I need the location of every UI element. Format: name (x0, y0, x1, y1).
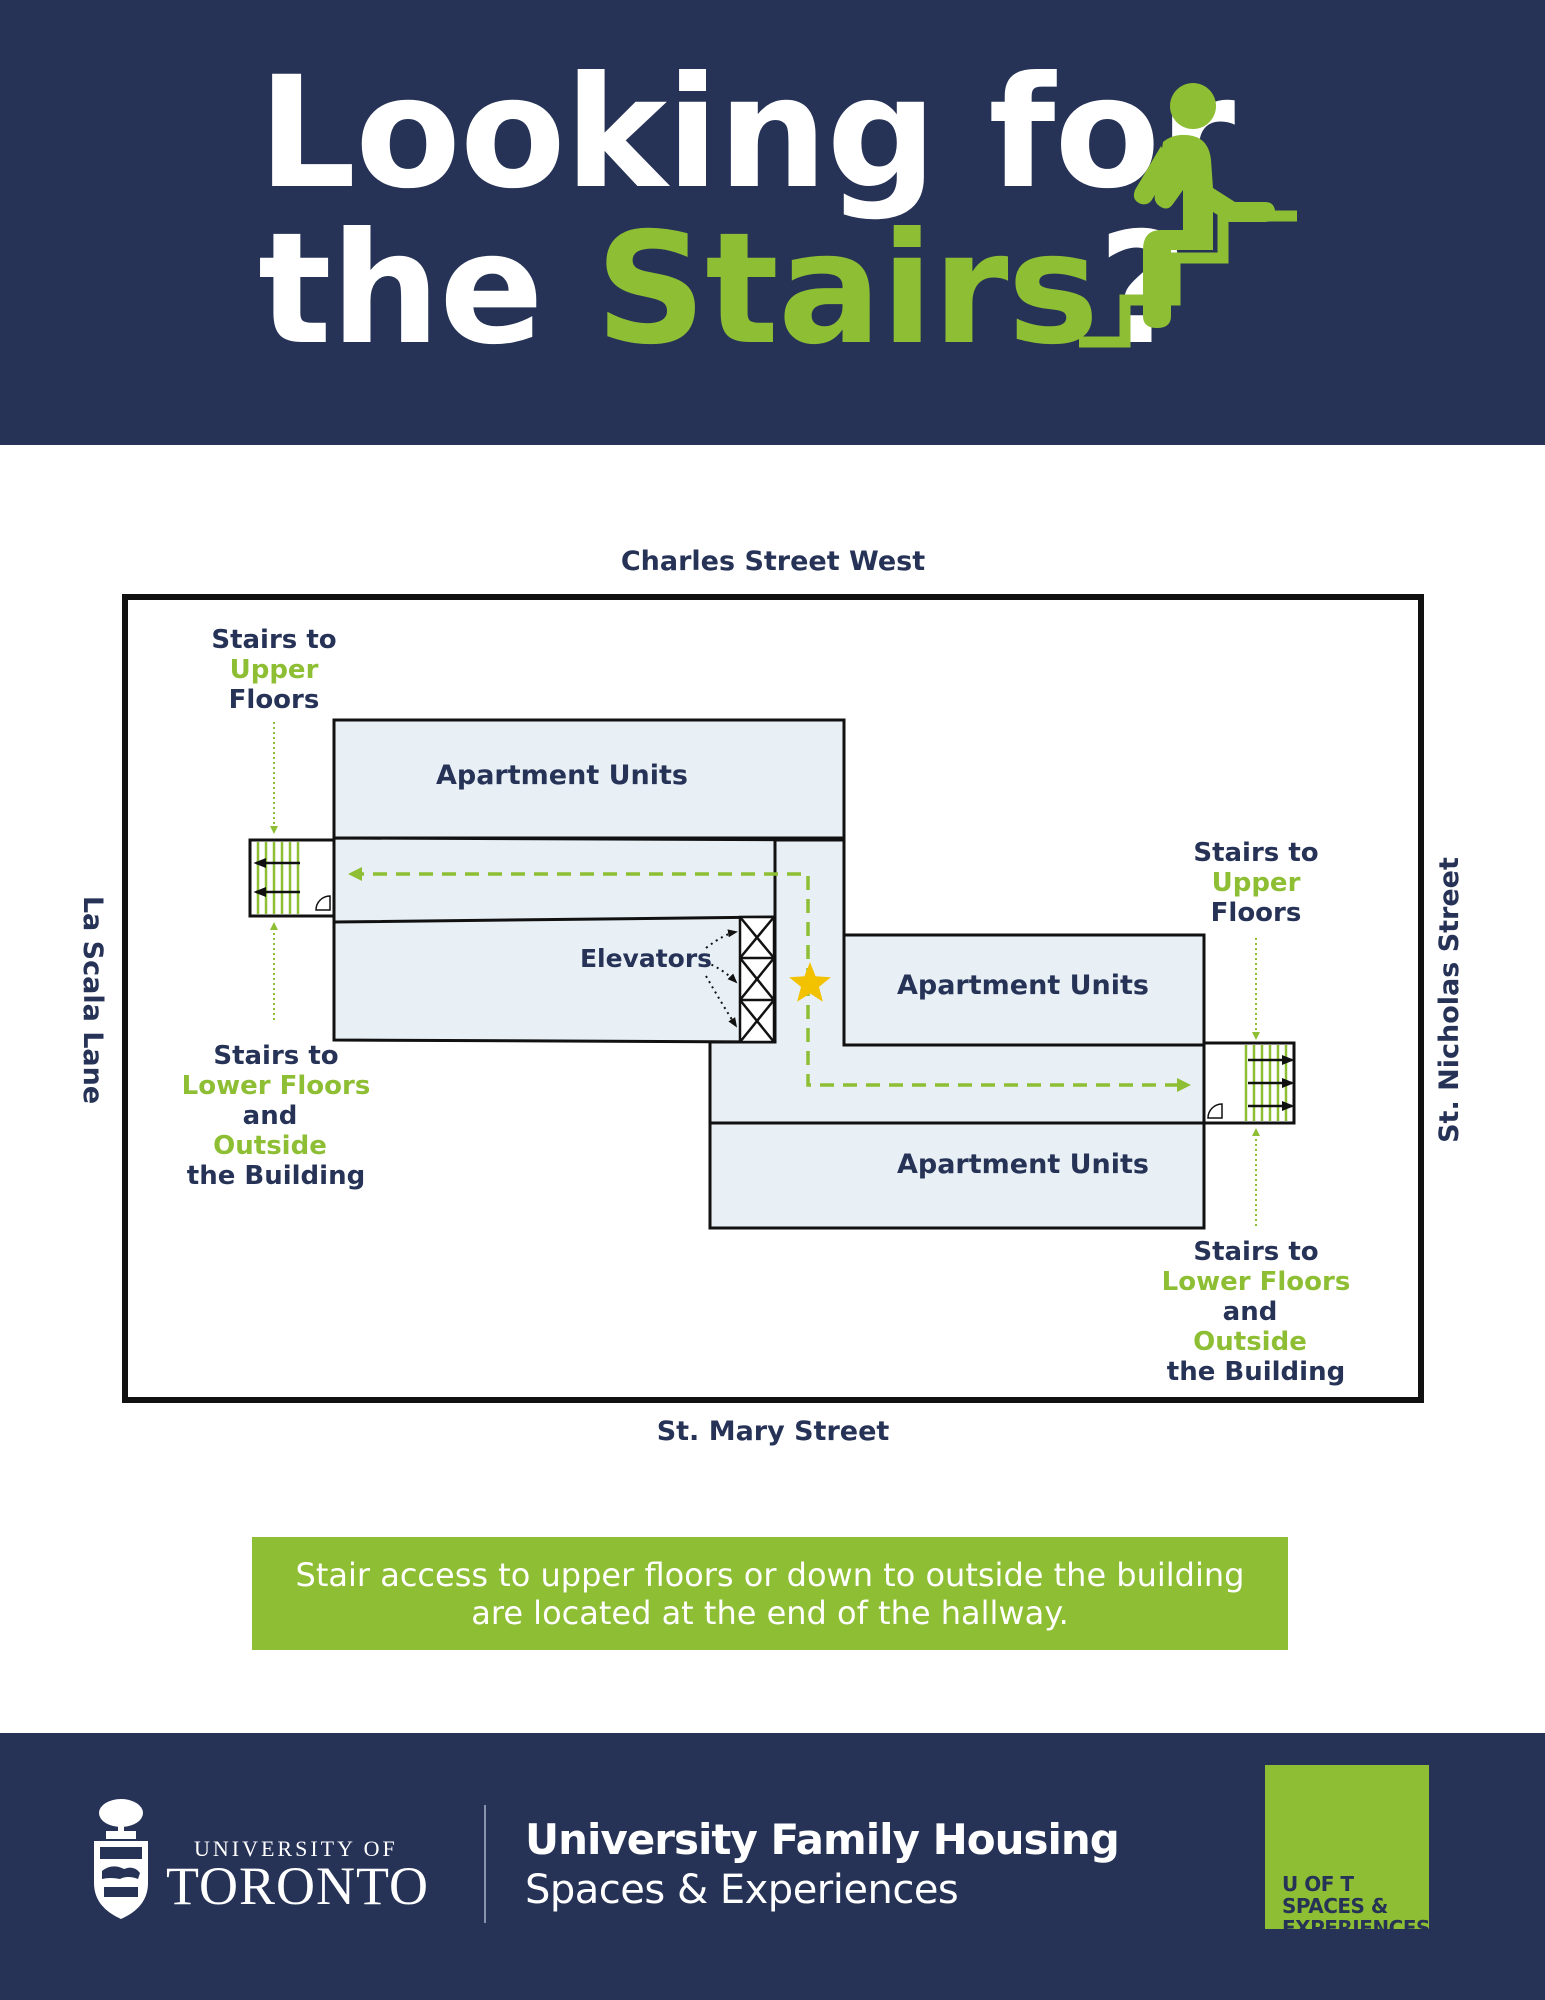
university-crest-icon (94, 1799, 148, 1919)
svg-text:Stairs to: Stairs to (1193, 838, 1318, 868)
elevator-pointers (705, 929, 738, 1028)
elevators-label: Elevators (580, 944, 712, 973)
unit-label-top-left: Apartment Units (436, 760, 688, 791)
badge-line-1: U OF T (1282, 1872, 1354, 1896)
right-lower-stairs-label: Stairs to Lower Floors and Outside the B… (1162, 1237, 1351, 1387)
svg-text:Stairs to: Stairs to (213, 1041, 338, 1071)
uoft-wordmark-small: UNIVERSITY OF (194, 1836, 398, 1861)
svg-text:the Building: the Building (1167, 1357, 1345, 1387)
unit-label-bottom-right: Apartment Units (897, 1149, 1149, 1180)
svg-text:Outside: Outside (213, 1131, 327, 1161)
header-banner: Looking for the Stairs? (0, 0, 1545, 445)
street-west-label: La Scala Lane (77, 896, 108, 1104)
footer-divider (484, 1805, 486, 1923)
housing-subtitle: Spaces & Experiences (525, 1867, 959, 1913)
footer-banner: UNIVERSITY OF TORONTO University Family … (0, 1733, 1545, 2000)
svg-text:and: and (1223, 1297, 1278, 1327)
stairs-climbing-person-icon (1079, 83, 1297, 348)
badge-line-3: EXPERIENCES (1282, 1916, 1430, 1940)
star-icon (789, 962, 831, 1002)
stair-access-note: Stair access to upper floors or down to … (252, 1537, 1288, 1650)
street-south-label: St. Mary Street (657, 1416, 890, 1447)
apartment-units-mid-left (332, 915, 777, 1044)
route-to-right-stairs (806, 982, 1191, 1092)
svg-text:Floors: Floors (229, 685, 320, 715)
apartment-units-top-left (332, 718, 846, 840)
right-upper-stairs-label: Stairs to Upper Floors (1193, 838, 1318, 928)
title-accent: Stairs (595, 200, 1099, 379)
svg-text:Lower Floors: Lower Floors (1162, 1267, 1351, 1297)
left-lower-stairs-label: Stairs to Lower Floors and Outside the B… (182, 1041, 371, 1191)
svg-text:Lower Floors: Lower Floors (182, 1071, 371, 1101)
left-upper-stairs-label: Stairs to Upper Floors (211, 625, 336, 715)
svg-text:the Building: the Building (187, 1161, 365, 1191)
street-north-label: Charles Street West (621, 546, 925, 577)
street-east-label: St. Nicholas Street (1434, 857, 1465, 1143)
stairwell-right (1202, 1041, 1296, 1125)
svg-text:Stairs to: Stairs to (1193, 1237, 1318, 1267)
apartment-units-bottom-right (708, 1121, 1206, 1230)
uoft-wordmark-large: TORONTO (166, 1856, 430, 1916)
title-line-2-start: the (258, 200, 596, 379)
svg-text:and: and (243, 1101, 298, 1131)
svg-text:Upper: Upper (1212, 868, 1301, 898)
elevator-shaft (738, 915, 776, 1044)
spaces-experiences-badge: U OF T SPACES & EXPERIENCES (1265, 1765, 1430, 1939)
svg-text:Floors: Floors (1211, 898, 1302, 928)
svg-text:Upper: Upper (230, 655, 319, 685)
badge-line-2: SPACES & (1282, 1894, 1388, 1918)
apartment-units-mid-right (842, 933, 1206, 1047)
floor-plan-map: Charles Street West St. Mary Street La S… (77, 546, 1465, 1447)
stairwell-left (248, 838, 336, 918)
unit-label-mid-right: Apartment Units (897, 970, 1149, 1001)
housing-title: University Family Housing (525, 1815, 1120, 1864)
svg-text:Outside: Outside (1193, 1327, 1307, 1357)
route-to-left-stairs (348, 867, 810, 982)
title-line-1: Looking for (258, 44, 1235, 223)
svg-text:Stairs to: Stairs to (211, 625, 336, 655)
